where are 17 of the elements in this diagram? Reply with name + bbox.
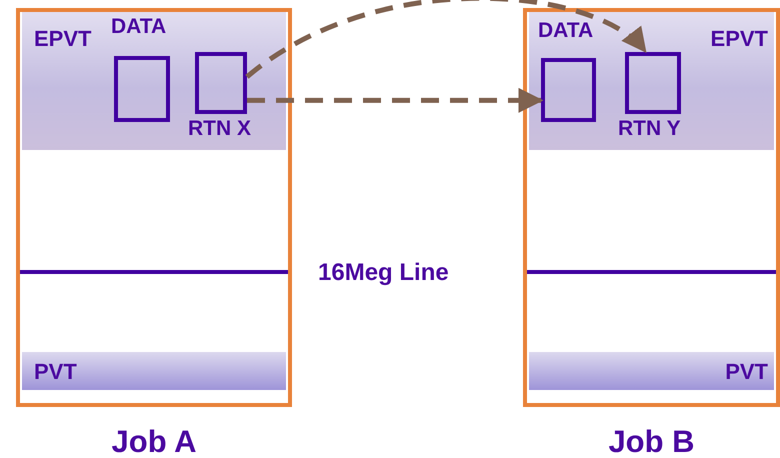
job-title: Job A <box>110 426 198 457</box>
extended-private-area-band <box>529 12 774 150</box>
area-label: EPVT <box>34 28 92 50</box>
module-label: RTN X <box>188 118 251 139</box>
module-label: DATA <box>111 16 166 37</box>
area-label: EPVT <box>710 28 768 50</box>
area-label: PVT <box>34 361 77 383</box>
private-area-band <box>22 352 286 390</box>
area-label: PVT <box>725 361 768 383</box>
module-label: DATA <box>538 20 594 41</box>
module-label: RTN Y <box>618 118 681 139</box>
extended-private-area-band <box>22 12 286 150</box>
private-area-band <box>529 352 774 390</box>
dashed-arrow <box>246 0 647 79</box>
job-title: Job B <box>607 426 696 457</box>
dashed-arrow <box>247 88 544 113</box>
boundary-label: 16Meg Line <box>318 261 449 285</box>
